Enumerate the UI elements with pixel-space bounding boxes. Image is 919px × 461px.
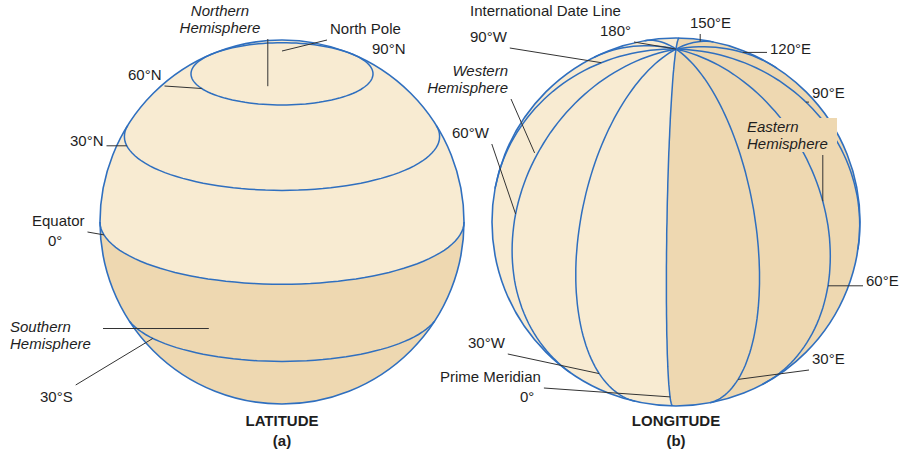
leader-line (165, 86, 202, 89)
axis-title: LATITUDE (222, 412, 342, 429)
globe-label: Western Hemisphere (408, 62, 508, 96)
leader-line (510, 48, 602, 63)
globe-label: 120°E (770, 40, 811, 57)
leader-line (103, 328, 209, 329)
meridian-line (512, 49, 676, 373)
globe-label: 60°N (128, 66, 162, 83)
axis-title: LONGITUDE (616, 412, 736, 429)
meridian-line (676, 49, 830, 384)
meridian-line (676, 38, 679, 49)
meridian-line (676, 47, 777, 68)
meridian-line (676, 49, 860, 249)
leader-line (700, 34, 701, 42)
globe-label: Eastern Hemisphere (745, 118, 837, 152)
globe-label: 90°W (470, 28, 507, 45)
hemisphere-shade (94, 222, 470, 410)
leader-line (282, 40, 327, 51)
parallel-line (130, 322, 434, 362)
globe-label: 180° (600, 22, 631, 39)
globe-outline (492, 38, 860, 406)
globe-label: 30°E (812, 350, 845, 367)
leader-line (738, 370, 809, 379)
globe-label: 30°S (40, 388, 73, 405)
meridian-line (576, 49, 676, 401)
globe-label: 60°W (452, 124, 489, 141)
globe-label: 0° (48, 232, 62, 249)
globe-label: International Date Line (470, 2, 621, 19)
hemisphere-shade (666, 26, 872, 418)
globe-outline (100, 40, 464, 404)
leader-line (88, 232, 105, 235)
axis-title: (a) (222, 432, 342, 449)
leader-line (806, 102, 809, 103)
leader-line (822, 155, 823, 201)
leader-line (267, 39, 268, 86)
globe-label: Prime Meridian (440, 368, 541, 385)
leader-line (511, 99, 535, 153)
globe-label: North Pole (330, 20, 401, 37)
globe-label: 90°N (372, 40, 406, 57)
leader-line (743, 52, 767, 53)
globe-label: Southern Hemisphere (10, 318, 100, 352)
leader-line (492, 144, 516, 214)
globe-label: 60°E (866, 272, 899, 289)
meridian-line (676, 41, 714, 49)
leader-line (634, 42, 676, 49)
meridian-line (676, 49, 760, 403)
axis-title: (b) (616, 432, 736, 449)
globe-label: Equator (32, 212, 85, 229)
globe-label: 30°N (70, 132, 104, 149)
globe-label: Northern Hemisphere (170, 2, 270, 36)
meridian-line (666, 49, 676, 406)
leader-line (828, 285, 863, 286)
parallel-line (100, 222, 464, 284)
parallel-line (124, 125, 439, 190)
globe-label: 150°E (690, 14, 731, 31)
globe-label: 90°E (812, 84, 845, 101)
leader-line (107, 145, 127, 146)
globe-label: 30°W (468, 334, 505, 351)
globe-label: 0° (520, 388, 534, 405)
leader-line (544, 388, 670, 397)
